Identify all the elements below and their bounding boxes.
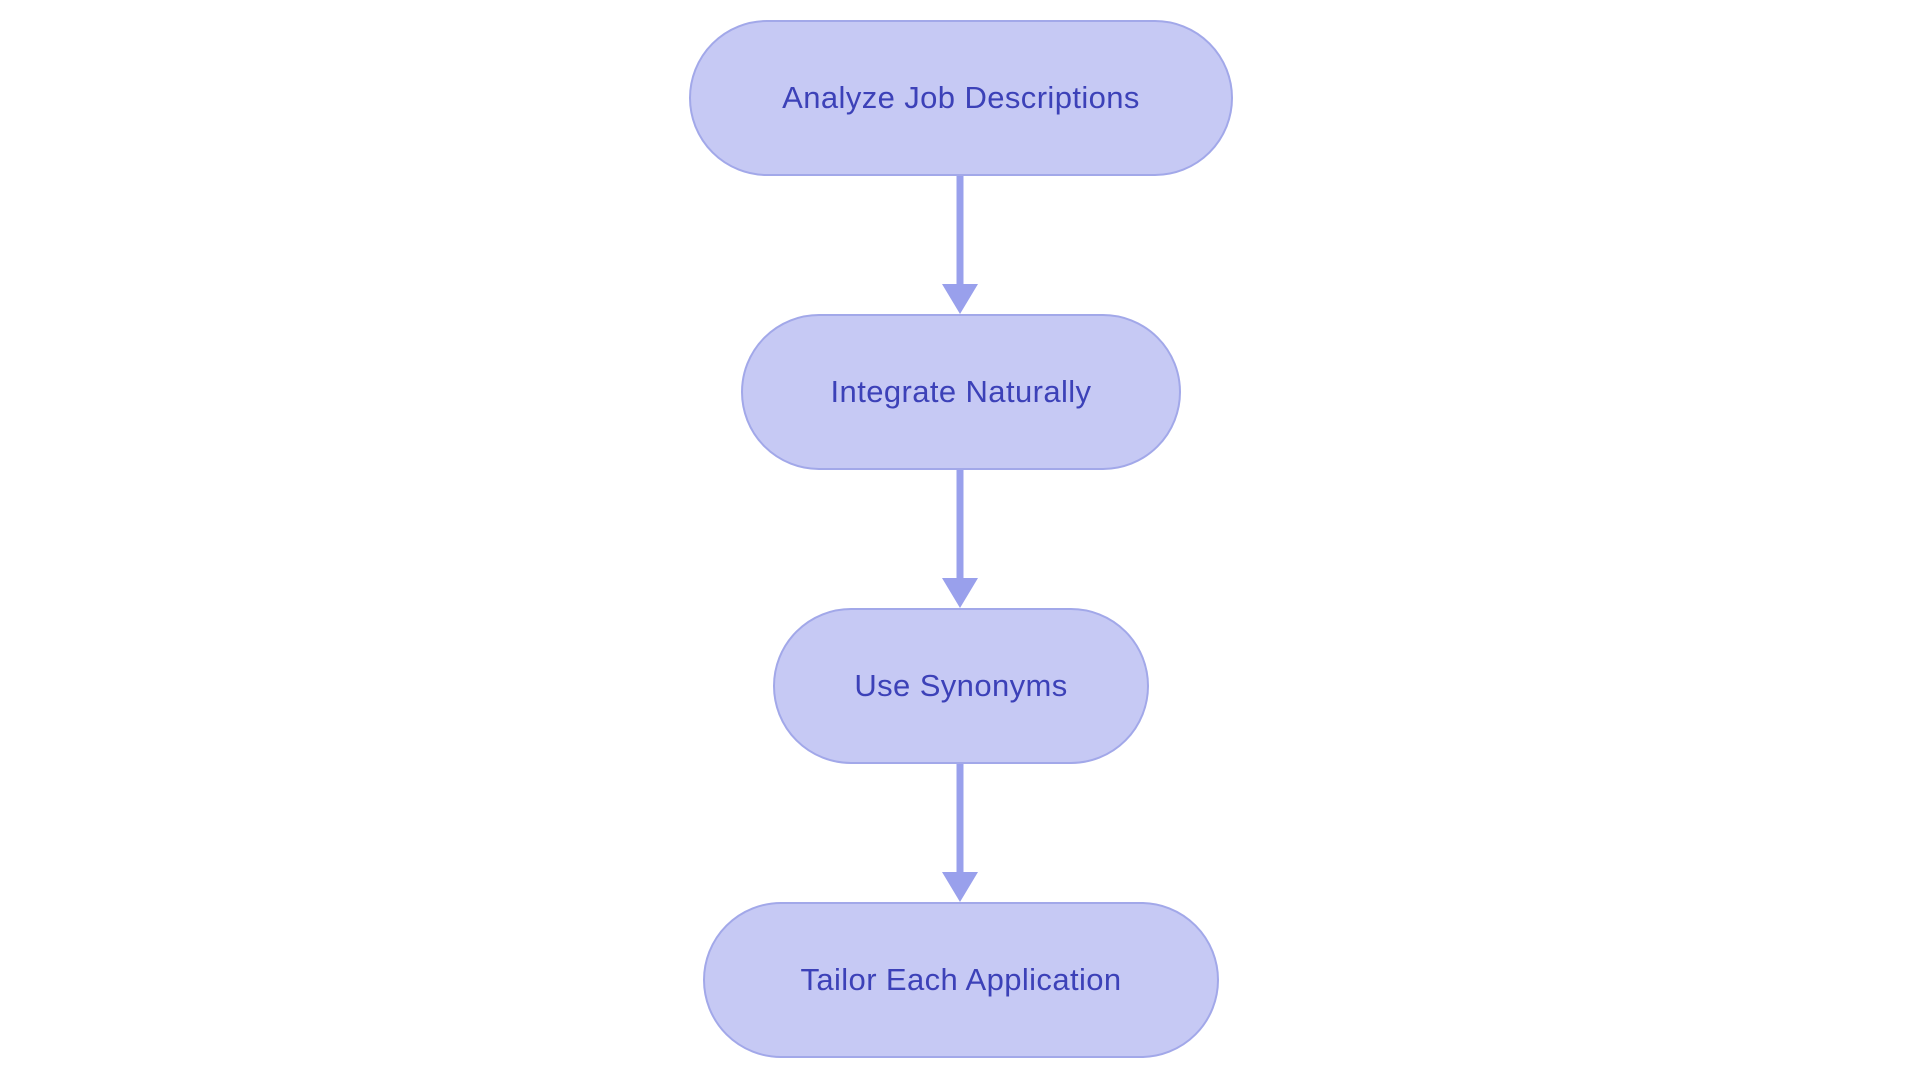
arrowhead-down-icon bbox=[942, 578, 978, 608]
flow-node-analyze-job-descriptions: Analyze Job Descriptions bbox=[689, 20, 1233, 176]
arrowhead-down-icon bbox=[942, 872, 978, 902]
node-label-integrate-naturally: Integrate Naturally bbox=[830, 374, 1092, 409]
connector-arrow-down-1 bbox=[942, 176, 978, 314]
connector-arrow-down-2 bbox=[942, 470, 978, 608]
node-label-tailor-each-application: Tailor Each Application bbox=[800, 962, 1122, 997]
arrowhead-down-icon bbox=[942, 284, 978, 314]
flow-node-integrate-naturally: Integrate Naturally bbox=[741, 314, 1181, 470]
flow-node-tailor-each-application: Tailor Each Application bbox=[703, 902, 1219, 1058]
node-label-analyze-job-descriptions: Analyze Job Descriptions bbox=[782, 80, 1140, 115]
node-label-use-synonyms: Use Synonyms bbox=[854, 668, 1068, 703]
connector-arrow-down-3 bbox=[942, 764, 978, 902]
flow-node-use-synonyms: Use Synonyms bbox=[773, 608, 1149, 764]
